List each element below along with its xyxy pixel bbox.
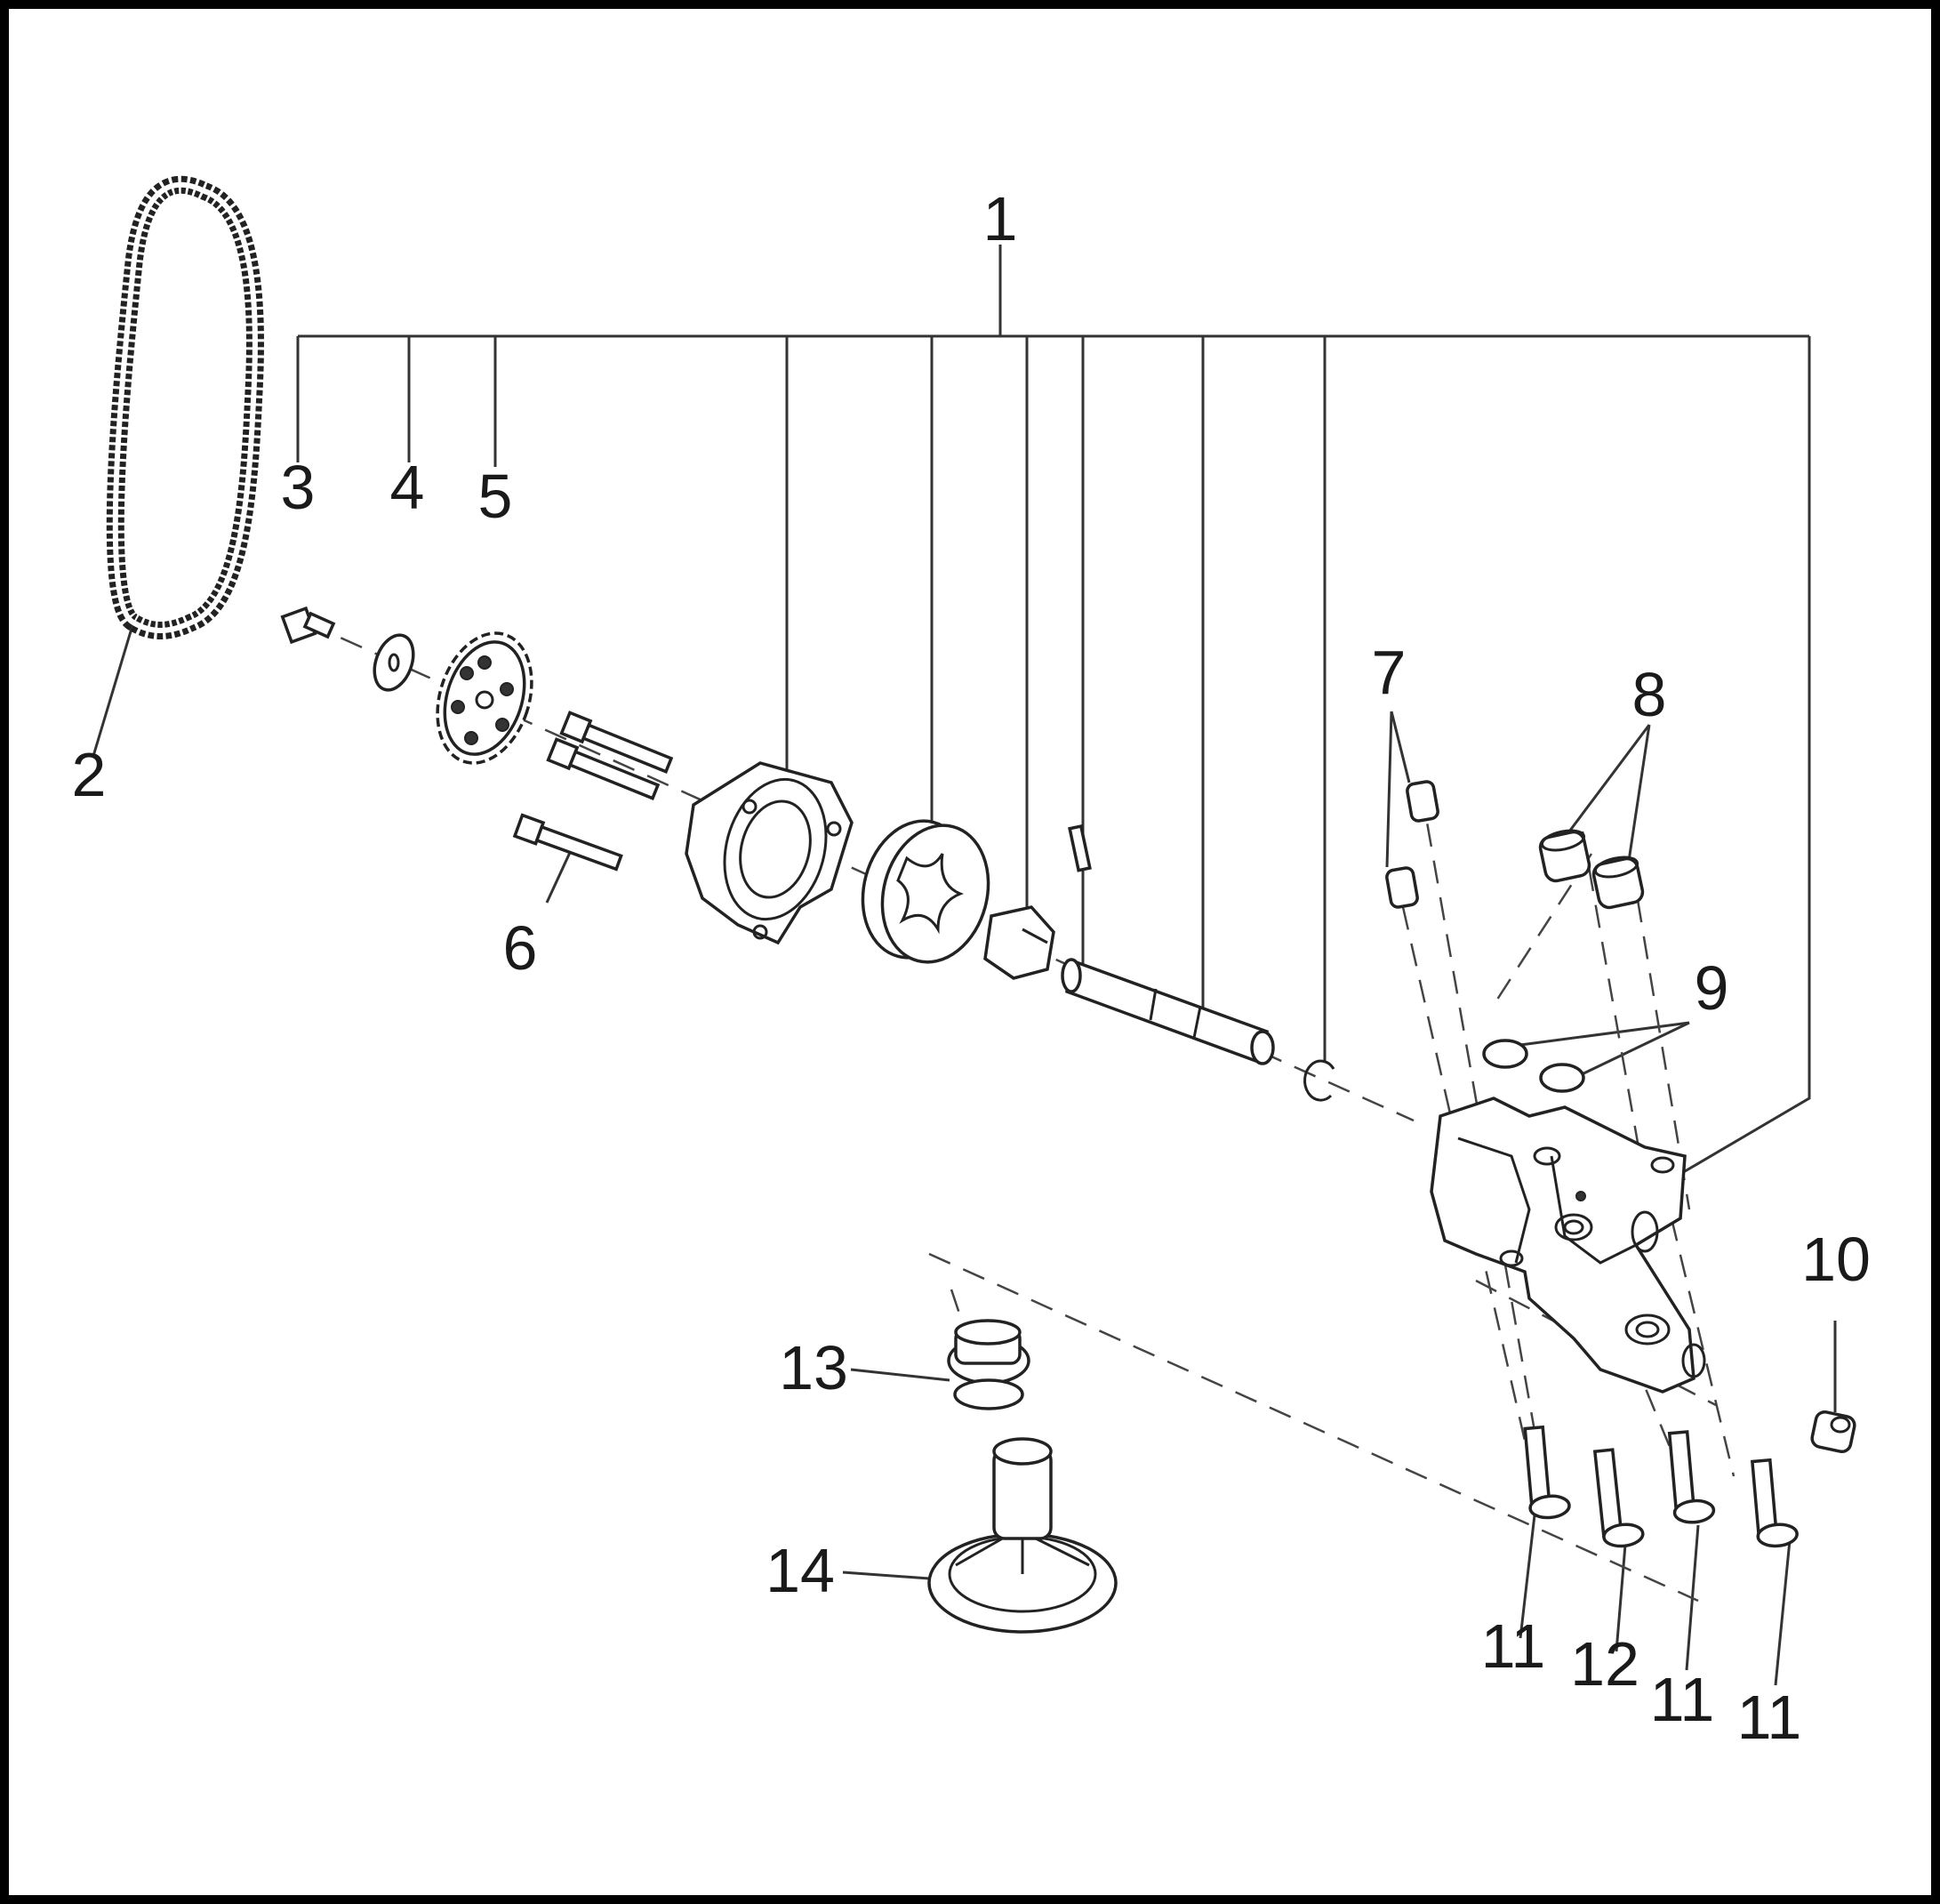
callout-11-left: 11 (1481, 1611, 1546, 1681)
dowel-pins (1385, 780, 1439, 909)
bolts (512, 711, 674, 872)
collars (1538, 829, 1645, 910)
callout-9: 9 (1695, 953, 1729, 1023)
callout-13: 13 (779, 1333, 848, 1402)
drive-pin (1068, 823, 1092, 872)
callout-7: 7 (1372, 638, 1407, 707)
callout-4: 4 (390, 453, 425, 522)
callout-6: 6 (503, 913, 538, 983)
outer-rotor (861, 819, 990, 964)
exploded-parts-diagram: 1 2 3 4 5 6 7 8 9 10 11 12 11 11 13 14 (72, 175, 1871, 1752)
callout-10: 10 (1801, 1225, 1871, 1294)
callout-11-right: 11 (1737, 1683, 1802, 1752)
sprocket (436, 631, 533, 765)
callout-labels: 1 2 3 4 5 6 7 8 9 10 11 12 11 11 13 14 (72, 184, 1871, 1752)
drain-plug (947, 1319, 1030, 1410)
callout-2: 2 (72, 740, 107, 809)
callout-14: 14 (766, 1536, 835, 1605)
o-rings (1482, 1039, 1585, 1093)
callout-5: 5 (478, 462, 513, 531)
pump-shaft (1061, 958, 1275, 1065)
circlip (1303, 1059, 1335, 1102)
oil-strainer (927, 1437, 1118, 1634)
washer (373, 633, 415, 692)
inner-rotor (983, 905, 1055, 980)
nut (1810, 1410, 1856, 1454)
callout-3: 3 (281, 453, 316, 522)
pump-cover (685, 761, 854, 945)
callout-12: 12 (1570, 1629, 1639, 1699)
flange-bolt (280, 606, 336, 645)
callout-1: 1 (983, 184, 1018, 253)
leader-lines (92, 245, 1837, 1686)
callout-8: 8 (1632, 660, 1667, 729)
pump-body (1430, 1097, 1706, 1394)
mounting-bolts (1523, 1425, 1799, 1548)
callout-11-middle: 11 (1650, 1665, 1715, 1734)
timing-chain (106, 175, 264, 639)
